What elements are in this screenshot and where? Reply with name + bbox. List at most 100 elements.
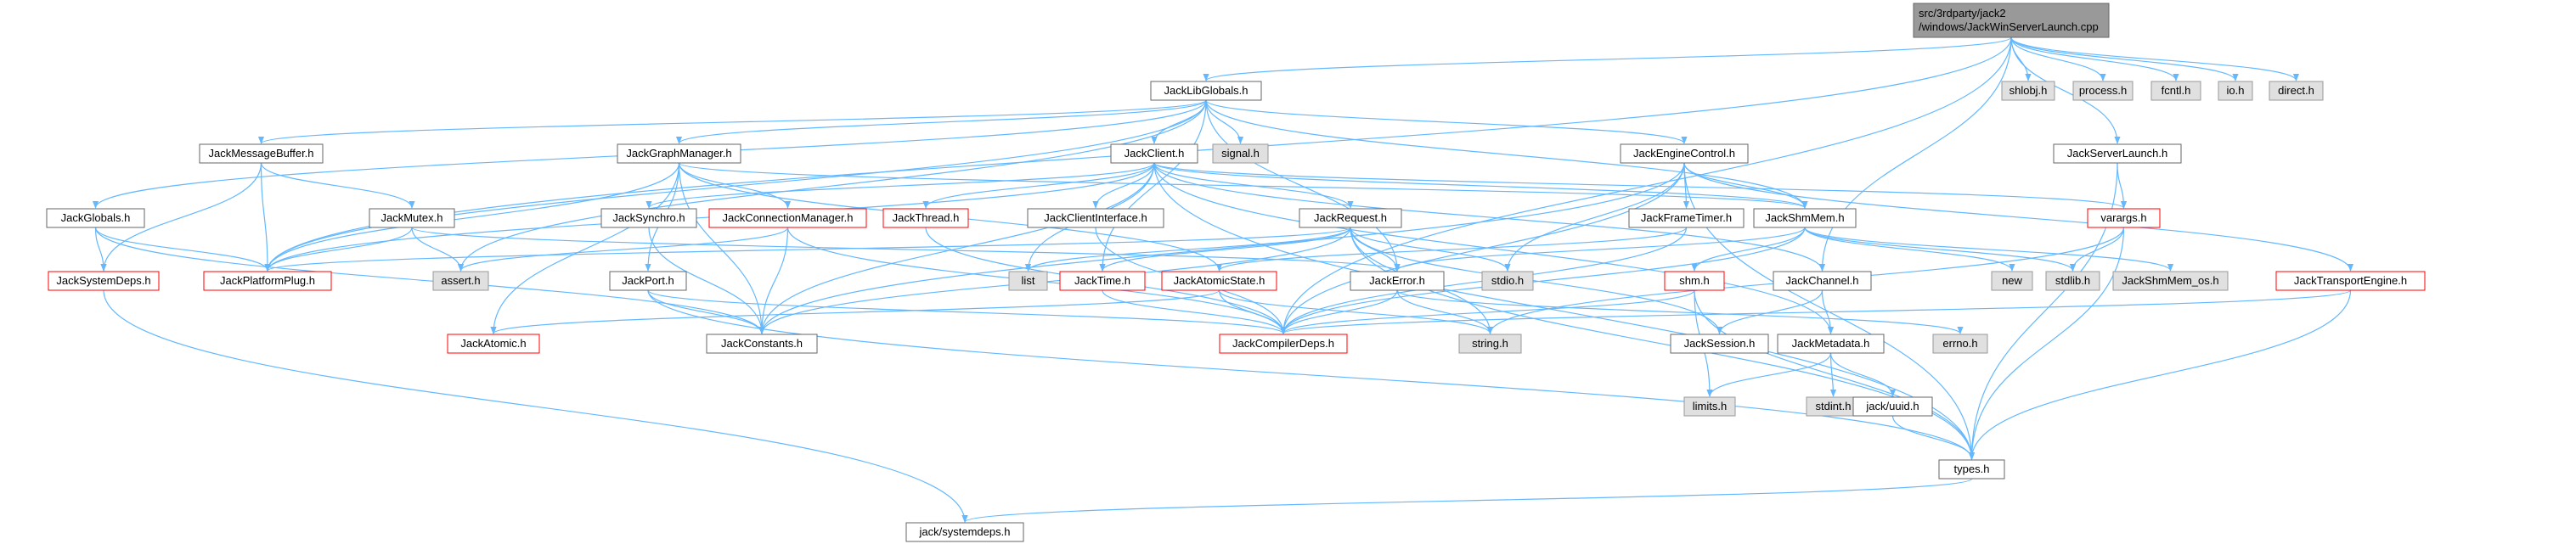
- node-list[interactable]: list: [1008, 271, 1048, 291]
- node-string[interactable]: string.h: [1458, 334, 1522, 354]
- node-jack-uuid[interactable]: jack/uuid.h: [1852, 396, 1933, 417]
- edge-shm-to-jack-compiler-deps: [1280, 289, 1695, 334]
- edge-shm-to-types: [1694, 289, 1976, 460]
- node-varargs[interactable]: varargs.h: [2087, 208, 2161, 228]
- edge-jack-port-to-types: [647, 289, 1975, 460]
- node-jack-client[interactable]: JackClient.h: [1110, 143, 1198, 164]
- node-shm[interactable]: shm.h: [1664, 271, 1725, 291]
- node-box: [1008, 271, 1048, 291]
- node-limits[interactable]: limits.h: [1683, 396, 1736, 417]
- edge-jack-graph-manager-to-jack-connection-manager: [678, 162, 792, 209]
- root-file-label-1: src/3rdparty/jack2: [1919, 7, 2006, 20]
- edge-jack-message-buffer-to-jack-system-deps: [100, 162, 262, 272]
- edge-jack-server-launch-to-varargs: [2117, 162, 2128, 209]
- node-stdint[interactable]: stdint.h: [1806, 396, 1861, 417]
- node-assert[interactable]: assert.h: [432, 271, 489, 291]
- edge-jack-shm-mem-to-jack-shm-mem-os: [1804, 227, 2173, 272]
- node-jack-atomic-state[interactable]: JackAtomicState.h: [1161, 271, 1277, 291]
- edge-jack-lib-globals-to-assert: [457, 99, 1207, 272]
- node-new[interactable]: new: [1991, 271, 2033, 291]
- edge-varargs-to-types: [1968, 227, 2125, 460]
- node-label: JackPlatformPlug.h: [220, 274, 315, 287]
- node-box: [1664, 271, 1725, 291]
- edge-jack-graph-manager-to-jack-constants: [678, 162, 765, 334]
- node-jack-error[interactable]: JackError.h: [1350, 271, 1445, 291]
- node-box: [2053, 143, 2182, 164]
- node-jack-shm-mem-os[interactable]: JackShmMem_os.h: [2112, 271, 2229, 291]
- node-jack-systemdeps[interactable]: jack/systemdeps.h: [905, 522, 1024, 542]
- edge-jack-shm-mem-to-new: [1804, 227, 2015, 272]
- node-jack-client-interface[interactable]: JackClientInterface.h: [1027, 208, 1164, 228]
- node-label: varargs.h: [2100, 211, 2146, 224]
- edge-root-to-fcntl: [2010, 36, 2179, 81]
- node-label: shlobj.h: [2010, 84, 2048, 97]
- node-jack-shm-mem[interactable]: JackShmMem.h: [1753, 208, 1857, 228]
- node-jack-frame-timer[interactable]: JackFrameTimer.h: [1628, 208, 1745, 228]
- edge-jack-transport-engine-to-jack-compiler-deps: [1280, 289, 2352, 334]
- edge-types-to-jack-systemdeps: [961, 478, 1973, 523]
- node-box: [1670, 334, 1769, 354]
- node-box: [1219, 334, 1348, 354]
- edge-root-to-process: [2010, 36, 2106, 81]
- root-file-label-2: /windows/JackWinServerLaunch.cpp: [1919, 20, 2099, 33]
- node-jack-constants[interactable]: JackConstants.h: [706, 334, 818, 354]
- node-jack-connection-manager[interactable]: JackConnectionManager.h: [708, 208, 867, 228]
- edge-jack-mutex-to-jack-error: [411, 227, 1401, 272]
- node-jack-request[interactable]: JackRequest.h: [1299, 208, 1402, 228]
- edge-jack-synchro-to-jack-constants: [648, 227, 765, 334]
- node-jack-message-buffer[interactable]: JackMessageBuffer.h: [199, 143, 324, 164]
- node-jack-system-deps[interactable]: JackSystemDeps.h: [48, 271, 160, 291]
- node-signal[interactable]: signal.h: [1212, 143, 1269, 164]
- node-jack-transport-engine[interactable]: JackTransportEngine.h: [2275, 271, 2426, 291]
- node-box: [2045, 271, 2100, 291]
- node-stdio[interactable]: stdio.h: [1481, 271, 1534, 291]
- node-label: JackMutex.h: [381, 211, 443, 224]
- node-label: JackChannel.h: [1786, 274, 1859, 287]
- node-jack-port[interactable]: JackPort.h: [609, 271, 687, 291]
- node-errno[interactable]: errno.h: [1932, 334, 1988, 354]
- node-jack-mutex[interactable]: JackMutex.h: [369, 208, 455, 228]
- node-jack-synchro[interactable]: JackSynchro.h: [600, 208, 697, 228]
- node-direct[interactable]: direct.h: [2269, 81, 2324, 101]
- edge-jack-engine-control-to-jack-constants: [758, 162, 1685, 334]
- node-label: JackSynchro.h: [612, 211, 685, 224]
- node-label: JackShmMem_os.h: [2122, 274, 2218, 287]
- node-box: [203, 271, 332, 291]
- node-jack-graph-manager[interactable]: JackGraphManager.h: [617, 143, 741, 164]
- node-fcntl[interactable]: fcntl.h: [2150, 81, 2201, 101]
- node-io[interactable]: io.h: [2218, 81, 2253, 101]
- edge-jack-globals-to-jack-platform-plug: [94, 227, 271, 272]
- node-label: JackMetadata.h: [1792, 337, 1870, 350]
- node-shlobj[interactable]: shlobj.h: [2001, 81, 2055, 101]
- node-process[interactable]: process.h: [2072, 81, 2134, 101]
- edge-jack-graph-manager-to-jack-atomic: [490, 162, 680, 334]
- node-jack-compiler-deps[interactable]: JackCompilerDeps.h: [1219, 334, 1348, 354]
- node-jack-thread[interactable]: JackThread.h: [882, 208, 969, 228]
- node-jack-time[interactable]: JackTime.h: [1059, 271, 1146, 291]
- node-stdlib[interactable]: stdlib.h: [2045, 271, 2100, 291]
- edge-jack-uuid-to-types: [1891, 415, 1976, 460]
- node-jack-session[interactable]: JackSession.h: [1670, 334, 1769, 354]
- edge-jack-client-to-jack-request: [1153, 162, 1354, 209]
- node-jack-engine-control[interactable]: JackEngineControl.h: [1620, 143, 1749, 164]
- node-box: [1161, 271, 1277, 291]
- node-label: limits.h: [1693, 400, 1727, 412]
- node-jack-globals[interactable]: JackGlobals.h: [46, 208, 145, 228]
- node-jack-metadata[interactable]: JackMetadata.h: [1777, 334, 1885, 354]
- node-box: [2072, 81, 2134, 101]
- edge-jack-port-to-jack-compiler-deps: [647, 289, 1287, 334]
- node-box: [1991, 271, 2033, 291]
- node-label: JackCompilerDeps.h: [1232, 337, 1334, 350]
- node-jack-channel[interactable]: JackChannel.h: [1773, 271, 1872, 291]
- edge-jack-engine-control-to-jack-transport-engine: [1683, 162, 2353, 272]
- node-label: JackGlobals.h: [61, 211, 131, 224]
- node-jack-platform-plug[interactable]: JackPlatformPlug.h: [203, 271, 332, 291]
- node-label: JackTime.h: [1074, 274, 1130, 287]
- edge-root-to-direct: [2010, 36, 2299, 81]
- node-types[interactable]: types.h: [1938, 459, 2005, 480]
- node-jack-atomic[interactable]: JackAtomic.h: [447, 334, 540, 354]
- node-jack-lib-globals[interactable]: JackLibGlobals.h: [1150, 81, 1262, 101]
- node-jack-server-launch[interactable]: JackServerLaunch.h: [2053, 143, 2182, 164]
- edge-jack-graph-manager-to-jack-shm-mem: [678, 162, 1808, 209]
